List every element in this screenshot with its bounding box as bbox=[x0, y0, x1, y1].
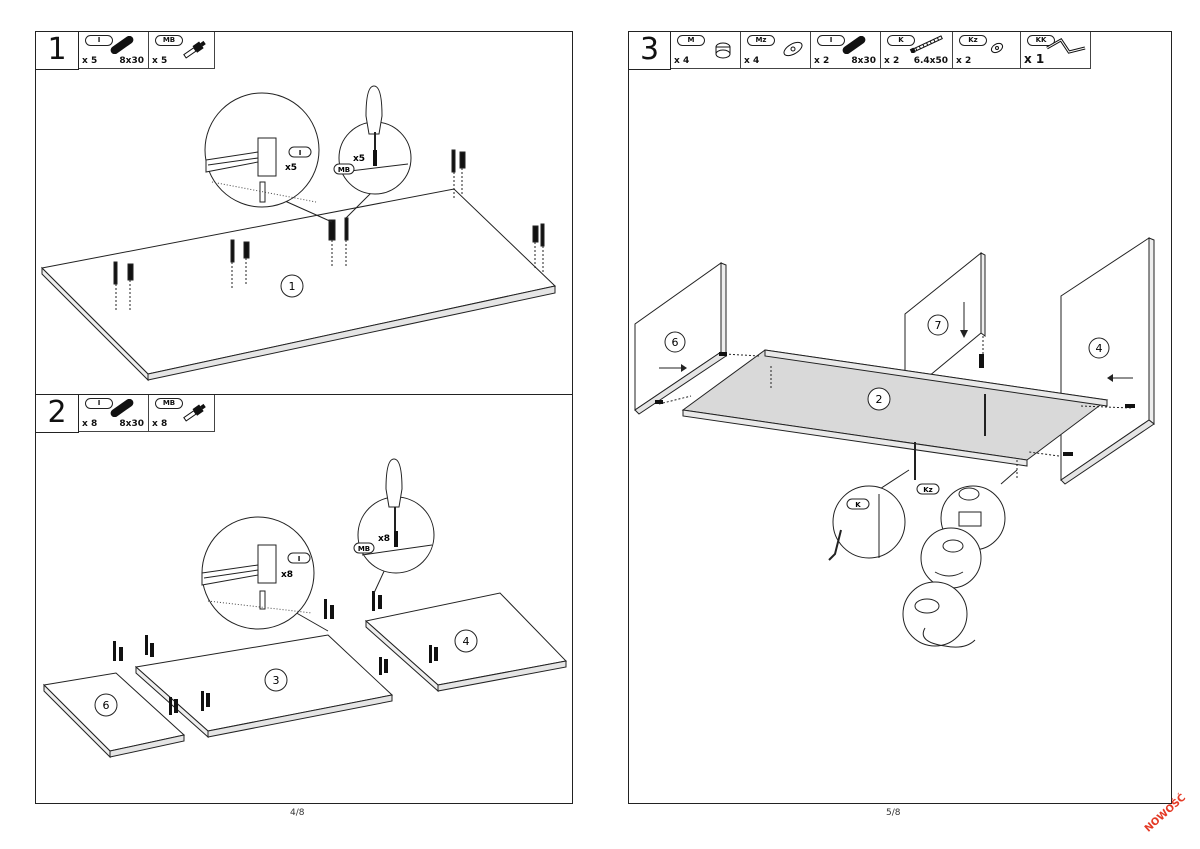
panel-label-circle bbox=[454, 629, 478, 653]
step-3-illustration: 6 7 4 2 bbox=[634, 237, 1155, 648]
part-code: K bbox=[887, 35, 915, 46]
part-cam-bolt: MB x 8 bbox=[149, 395, 215, 431]
panel-label-circle bbox=[1088, 337, 1110, 359]
callout-code: Kz bbox=[923, 486, 933, 494]
part-code: Kz bbox=[959, 35, 987, 46]
panel-label-circle bbox=[280, 274, 304, 298]
cam-lock-icon bbox=[715, 42, 731, 59]
part-size: 8x30 bbox=[119, 56, 144, 66]
parts-list: I x 8 8x30 MB x 8 bbox=[79, 395, 215, 432]
part-code: I bbox=[817, 35, 845, 46]
part-size: 8x30 bbox=[119, 419, 144, 429]
hammer-callout bbox=[204, 92, 333, 223]
page-number: 4/8 bbox=[290, 808, 305, 818]
panel-label: 4 bbox=[1096, 342, 1103, 355]
step-number: 2 bbox=[36, 395, 79, 433]
part-hex-key: KK x 1 bbox=[1021, 32, 1091, 68]
panel-label-circle bbox=[664, 331, 686, 353]
callout-code: I bbox=[299, 149, 302, 157]
part-code: KK bbox=[1027, 35, 1055, 46]
screw-icon bbox=[909, 35, 943, 53]
part-qty: x 2 bbox=[884, 56, 900, 66]
part-qty: x 8 bbox=[152, 419, 168, 429]
part-size: 6.4x50 bbox=[913, 56, 948, 66]
screwdriver-callout bbox=[338, 85, 412, 219]
dowel-icon bbox=[110, 36, 134, 54]
parts-list: M x 4 Mz x 4 I x 2 8x30 K x 2 6.4x50 Kz … bbox=[671, 32, 1091, 69]
step-3-panel: 3 M x 4 Mz x 4 I x 2 8x30 K x 2 6.4x50 K… bbox=[628, 31, 1172, 804]
part-code: I bbox=[85, 35, 113, 46]
part-qty: x 4 bbox=[744, 56, 760, 66]
panel-label: 1 bbox=[289, 280, 296, 293]
step-2-panel: 2 I x 8 8x30 MB x 8 6 3 bbox=[35, 394, 573, 804]
callout-qty: x8 bbox=[281, 570, 293, 580]
panel-label: 6 bbox=[103, 699, 110, 712]
fittings bbox=[113, 591, 438, 715]
dowel-icon bbox=[842, 36, 866, 54]
panel-label: 4 bbox=[463, 635, 470, 648]
page-number: 5/8 bbox=[886, 808, 901, 818]
panel-label-circle bbox=[927, 314, 949, 336]
step-number: 3 bbox=[629, 32, 671, 70]
insertion-guides bbox=[115, 168, 544, 312]
callout-code: I bbox=[298, 555, 301, 563]
parts-list: I x 5 8x30 MB x 5 bbox=[79, 32, 215, 69]
part-qty: x 2 bbox=[956, 56, 972, 66]
dowel-icon bbox=[110, 399, 134, 417]
cap-icon bbox=[990, 42, 1004, 54]
cam-bolt-icon bbox=[183, 40, 206, 59]
step-number: 1 bbox=[36, 32, 79, 70]
panel-label-circle bbox=[867, 387, 891, 411]
panel-label: 2 bbox=[876, 393, 883, 406]
part-code: Mz bbox=[747, 35, 775, 46]
panel-label: 7 bbox=[935, 319, 942, 332]
part-qty: x 5 bbox=[82, 56, 98, 66]
part-cam-lock: M x 4 bbox=[671, 32, 741, 68]
part-qty: x 4 bbox=[674, 56, 690, 66]
cam-bolt-icon bbox=[183, 403, 206, 422]
callout-qty: x8 bbox=[378, 534, 390, 544]
part-qty: x 5 bbox=[152, 56, 168, 66]
part-code: M bbox=[677, 35, 705, 46]
part-code: I bbox=[85, 398, 113, 409]
part-size: 8x30 bbox=[851, 56, 876, 66]
step-1-panel: 1 I x 5 8x30 MB x 5 1 bbox=[35, 31, 573, 395]
part-qty: x 2 bbox=[814, 56, 830, 66]
hammer-callout bbox=[201, 516, 329, 632]
panel-label: 6 bbox=[672, 336, 679, 349]
callout-qty: x5 bbox=[285, 163, 297, 173]
callout-code: MB bbox=[358, 545, 370, 553]
part-cam-bolt: MB x 5 bbox=[149, 32, 215, 68]
fittings bbox=[655, 352, 1135, 456]
part-code: MB bbox=[155, 398, 183, 409]
part-screw-cap: Kz x 2 bbox=[953, 32, 1021, 68]
shelf-panel-2 bbox=[681, 349, 1109, 467]
step-1-illustration: 1 I x5 bbox=[40, 85, 557, 382]
part-dowel: I x 2 8x30 bbox=[811, 32, 881, 68]
part-dowel: I x 8 8x30 bbox=[79, 395, 149, 431]
step-2-illustration: 6 3 4 bbox=[42, 458, 568, 759]
part-dowel: I x 5 8x30 bbox=[79, 32, 149, 68]
callout-qty: x5 bbox=[353, 154, 365, 164]
panel-3 bbox=[134, 634, 394, 739]
callout-code: K bbox=[855, 501, 861, 509]
callout-code: MB bbox=[338, 166, 350, 174]
screwdriver-callout bbox=[357, 458, 435, 594]
cap-icon bbox=[783, 41, 803, 57]
part-cap: Mz x 4 bbox=[741, 32, 811, 68]
part-qty: x 1 bbox=[1024, 52, 1045, 66]
panel-label-circle bbox=[94, 693, 118, 717]
part-qty: x 8 bbox=[82, 419, 98, 429]
panel-label: 3 bbox=[273, 674, 280, 687]
hex-key-icon bbox=[1046, 38, 1086, 54]
side-panel-4 bbox=[1060, 237, 1155, 485]
screws bbox=[914, 394, 986, 480]
cam-lock-details bbox=[902, 469, 1018, 648]
panel-label-circle bbox=[264, 668, 288, 692]
part-screw: K x 2 6.4x50 bbox=[881, 32, 953, 68]
hex-key-callout bbox=[828, 469, 910, 561]
part-code: MB bbox=[155, 35, 183, 46]
